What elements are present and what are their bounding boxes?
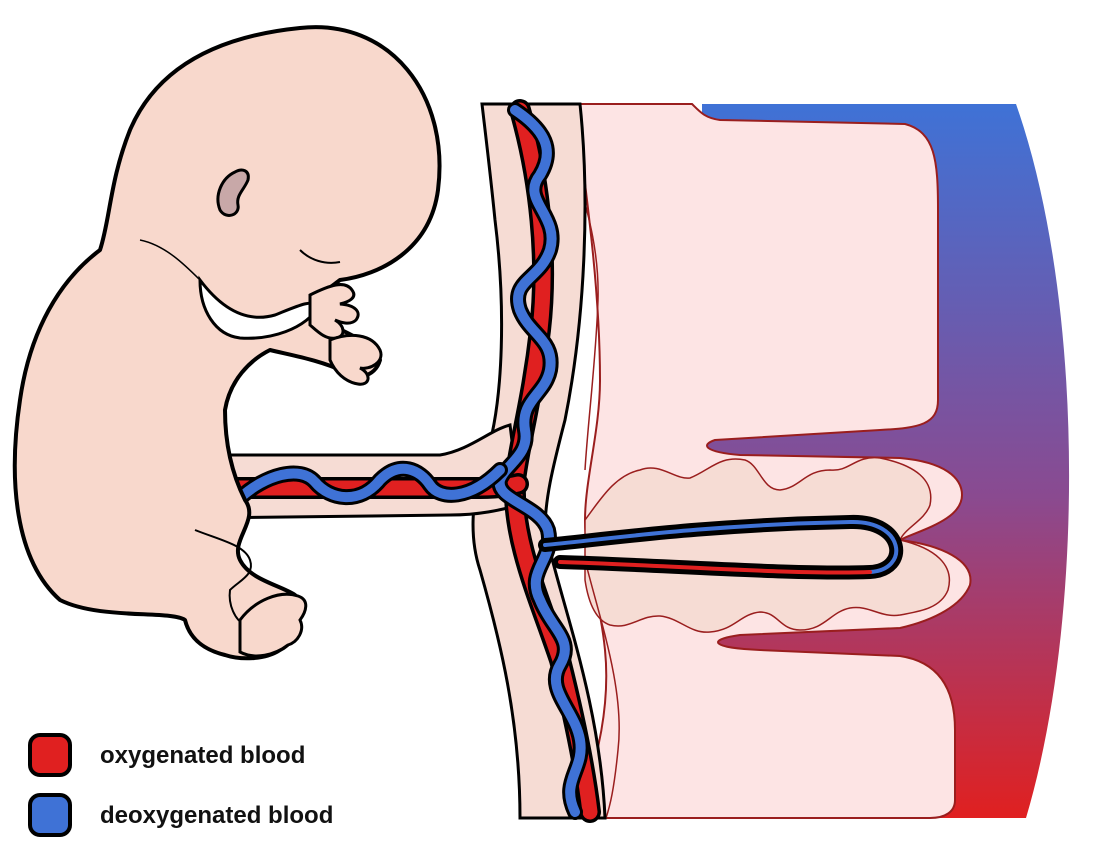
- fetus-hand: [310, 285, 358, 339]
- legend-swatch-oxygenated: [28, 733, 72, 777]
- legend-swatch-deoxygenated: [28, 793, 72, 837]
- placenta-tissue: [575, 104, 970, 818]
- fetus-lower-hand: [330, 335, 381, 384]
- legend-item-deoxygenated: deoxygenated blood: [28, 793, 448, 849]
- legend-label-deoxygenated: deoxygenated blood: [100, 802, 333, 830]
- legend-item-oxygenated: oxygenated blood: [28, 733, 448, 789]
- legend-label-oxygenated: oxygenated blood: [100, 742, 305, 770]
